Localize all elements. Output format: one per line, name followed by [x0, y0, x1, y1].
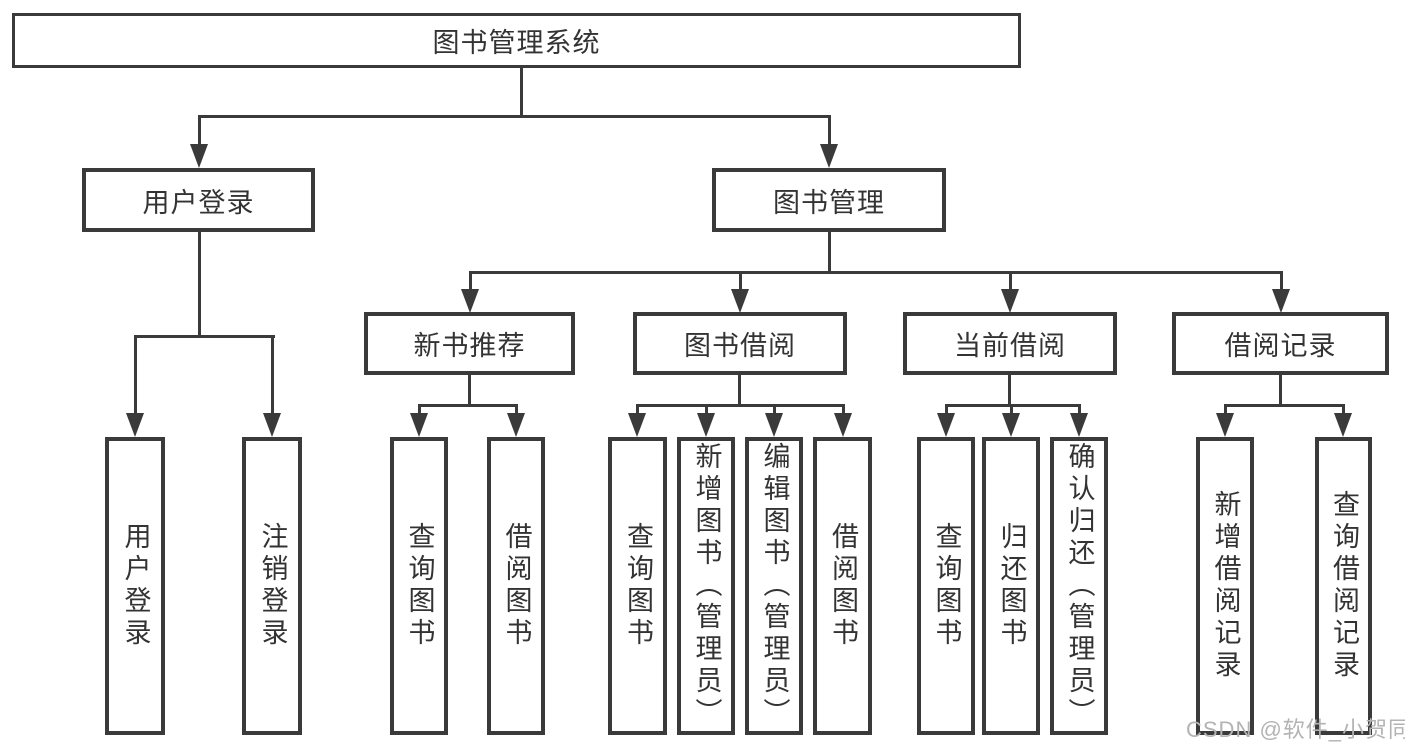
node-user-login: 用户登录 — [82, 168, 315, 232]
arrowhead-down-icon — [820, 144, 838, 168]
leaf-confirm-return-admin: 确认归还（管理员） — [1050, 437, 1108, 735]
leaf-query-books-2: 查询图书 — [608, 437, 667, 735]
connector-line — [1280, 271, 1283, 293]
connector-line — [271, 335, 274, 417]
leaf-borrow-books-2: 借阅图书 — [813, 437, 872, 735]
arrowhead-down-icon — [628, 413, 646, 437]
node-label: 新书推荐 — [413, 331, 526, 361]
node-label: 查询借阅记录 — [1329, 490, 1359, 682]
connector-line — [520, 68, 523, 117]
node-label: 图书管理系统 — [432, 28, 601, 58]
node-label: 图书借阅 — [684, 331, 796, 361]
leaf-logout: 注销登录 — [242, 437, 302, 735]
connector-line — [738, 374, 741, 406]
node-label: 新增图书（管理员） — [691, 442, 722, 730]
node-label: 新增借阅记录 — [1210, 490, 1241, 682]
connector-line — [198, 115, 831, 118]
node-book-borrowing: 图书借阅 — [633, 312, 847, 375]
arrowhead-down-icon — [1334, 413, 1352, 437]
node-label: 用户登录 — [142, 187, 255, 218]
arrowhead-down-icon — [1216, 413, 1234, 437]
node-label: 编辑图书（管理员） — [759, 442, 790, 730]
connector-line — [469, 271, 1283, 274]
connector-line — [739, 271, 742, 293]
connector-line — [773, 404, 776, 417]
leaf-add-books-admin: 新增图书（管理员） — [677, 437, 735, 735]
node-borrowing-records: 借阅记录 — [1172, 312, 1389, 375]
connector-line — [842, 404, 845, 417]
leaf-query-books-1: 查询图书 — [390, 437, 448, 735]
connector-line — [828, 232, 831, 273]
leaf-add-borrow-record: 新增借阅记录 — [1196, 437, 1254, 735]
connector-line — [418, 404, 421, 417]
node-book-management: 图书管理 — [712, 168, 946, 232]
connector-line — [198, 232, 201, 337]
connector-line — [515, 404, 518, 417]
connector-line — [1342, 404, 1345, 417]
node-new-book-recommendation: 新书推荐 — [364, 312, 575, 375]
node-label: 归还图书 — [996, 522, 1027, 650]
arrowhead-down-icon — [1272, 289, 1290, 313]
connector-line — [134, 335, 275, 338]
node-label: 查询图书 — [931, 522, 962, 650]
connector-line — [198, 115, 201, 148]
node-label: 查询图书 — [404, 522, 435, 650]
node-library-management-system: 图书管理系统 — [12, 13, 1021, 68]
connector-line — [1008, 374, 1011, 406]
node-label: 注销登录 — [257, 522, 288, 650]
connector-line — [945, 404, 1081, 407]
watermark: CSDN @软件_小贺同学 — [1186, 717, 1405, 742]
leaf-user-login: 用户登录 — [105, 437, 165, 735]
arrowhead-down-icon — [263, 413, 281, 437]
connector-line — [468, 374, 471, 406]
arrowhead-down-icon — [1001, 289, 1019, 313]
connector-line — [1279, 374, 1282, 406]
arrowhead-down-icon — [834, 413, 852, 437]
arrowhead-down-icon — [190, 144, 208, 168]
connector-line — [1224, 404, 1227, 417]
connector-line — [134, 335, 137, 417]
arrowhead-down-icon — [410, 413, 428, 437]
connector-line — [1009, 271, 1012, 293]
connector-line — [469, 271, 472, 293]
connector-line — [418, 404, 518, 407]
node-label: 用户登录 — [120, 522, 151, 650]
connector-line — [945, 404, 948, 417]
arrowhead-down-icon — [126, 413, 144, 437]
connector-line — [636, 404, 639, 417]
connector-line — [636, 404, 845, 407]
leaf-borrow-books-1: 借阅图书 — [487, 437, 545, 735]
arrowhead-down-icon — [765, 413, 783, 437]
connector-line — [1010, 404, 1013, 417]
node-label: 当前借阅 — [954, 331, 1066, 361]
leaf-query-borrow-record: 查询借阅记录 — [1315, 437, 1372, 735]
leaf-return-books: 归还图书 — [982, 437, 1040, 735]
connector-line — [1078, 404, 1081, 417]
leaf-edit-books-admin: 编辑图书（管理员） — [745, 437, 803, 735]
node-label: 借阅图书 — [828, 522, 858, 650]
node-label: 借阅图书 — [501, 522, 532, 650]
node-label: 图书管理 — [773, 187, 885, 218]
arrowhead-down-icon — [507, 413, 525, 437]
connector-line — [1224, 404, 1345, 407]
connector-line — [828, 115, 831, 148]
arrowhead-down-icon — [1002, 413, 1020, 437]
arrowhead-down-icon — [697, 413, 715, 437]
connector-line — [705, 404, 708, 417]
leaf-query-books-3: 查询图书 — [917, 437, 975, 735]
arrowhead-down-icon — [937, 413, 955, 437]
node-label: 借阅记录 — [1224, 331, 1337, 361]
arrowhead-down-icon — [1070, 413, 1088, 437]
arrowhead-down-icon — [461, 289, 479, 313]
arrowhead-down-icon — [731, 289, 749, 313]
node-label: 确认归还（管理员） — [1064, 442, 1095, 730]
node-label: 查询图书 — [623, 522, 653, 650]
node-current-borrowing: 当前借阅 — [903, 312, 1117, 375]
